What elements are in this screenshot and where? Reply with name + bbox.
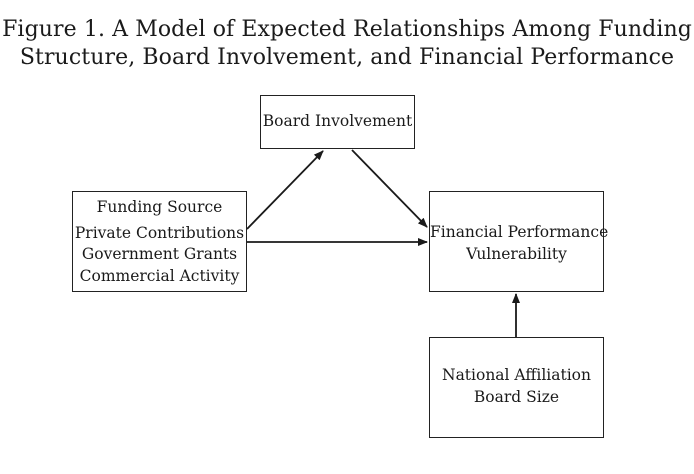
node-financial-performance: Financial Performance Vulnerability <box>429 191 609 292</box>
node-affiliation-line: Board Size <box>473 387 560 406</box>
node-performance-line: Vulnerability <box>466 244 567 263</box>
node-funding-heading: Funding Source <box>96 198 223 216</box>
node-funding-item: Government Grants <box>81 245 238 263</box>
node-board-label: Board Involvement <box>262 112 413 130</box>
node-performance-line: Financial Performance <box>430 223 609 241</box>
figure-title-line-1: Figure 1. A Model of Expected Relationsh… <box>2 17 692 42</box>
node-funding-item: Private Contributions <box>74 223 245 242</box>
node-funding-item: Commercial Activity <box>79 266 240 285</box>
arrow-funding-to-board <box>246 150 324 230</box>
figure-title-line-2: Structure, Board Involvement, and Financ… <box>19 45 675 70</box>
arrow-board-to-performance <box>351 149 428 228</box>
node-national-affiliation: National Affiliation Board Size <box>429 337 604 438</box>
node-funding-source: Funding Source Private Contributions Gov… <box>72 191 247 292</box>
node-board-involvement: Board Involvement <box>260 95 415 149</box>
node-affiliation-line: National Affiliation <box>442 366 591 384</box>
